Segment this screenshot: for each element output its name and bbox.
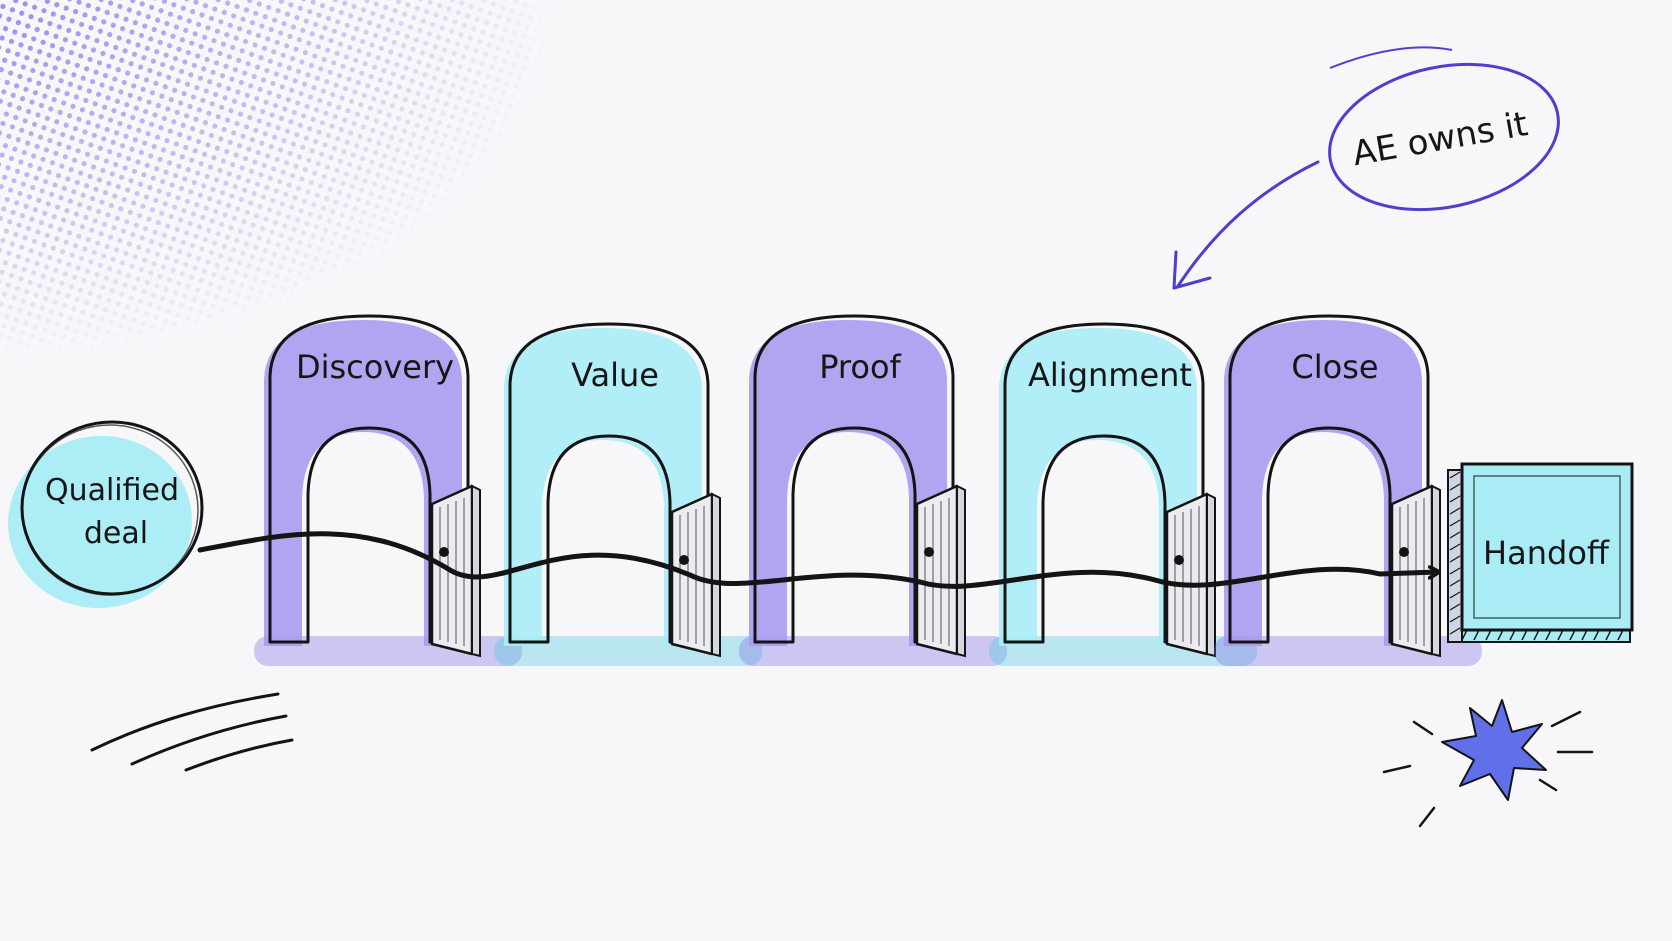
starburst-decoration bbox=[1382, 699, 1594, 828]
halftone-corner-decoration bbox=[0, 0, 560, 360]
door-knob bbox=[439, 547, 449, 557]
callout: AE owns it bbox=[1172, 46, 1560, 290]
end-node: Handoff bbox=[1447, 462, 1634, 643]
start-label-line-2: deal bbox=[84, 516, 148, 551]
door-knob bbox=[1399, 547, 1409, 557]
flow-connector bbox=[197, 531, 1438, 589]
door-knob bbox=[679, 555, 689, 565]
stage-arch-1: Discovery bbox=[254, 314, 522, 666]
stage-door bbox=[915, 484, 966, 658]
motion-lines-decoration bbox=[90, 692, 294, 772]
stage-arch-5: Close bbox=[1214, 314, 1482, 666]
callout-arrow bbox=[1176, 160, 1320, 288]
callout-text: AE owns it bbox=[1349, 104, 1530, 174]
end-label: Handoff bbox=[1483, 534, 1610, 572]
stage-arch-2: Value bbox=[494, 322, 762, 666]
stage-arch-3: Proof bbox=[739, 314, 1007, 666]
stage-label: Value bbox=[571, 356, 659, 394]
callout-arrow-head bbox=[1172, 250, 1212, 290]
door-knob bbox=[924, 547, 934, 557]
stage-arch-4: Alignment bbox=[989, 322, 1257, 666]
stage-label: Close bbox=[1291, 348, 1378, 386]
stage-label: Discovery bbox=[296, 348, 454, 386]
stage-label: Alignment bbox=[1028, 356, 1192, 394]
stages: Discovery Value Proof Alignment Close bbox=[254, 314, 1482, 666]
stage-door bbox=[1165, 492, 1216, 658]
door-knob bbox=[1174, 555, 1184, 565]
start-label-line-1: Qualified bbox=[45, 473, 179, 508]
start-node: Qualified deal bbox=[8, 420, 204, 609]
stage-label: Proof bbox=[819, 348, 901, 386]
